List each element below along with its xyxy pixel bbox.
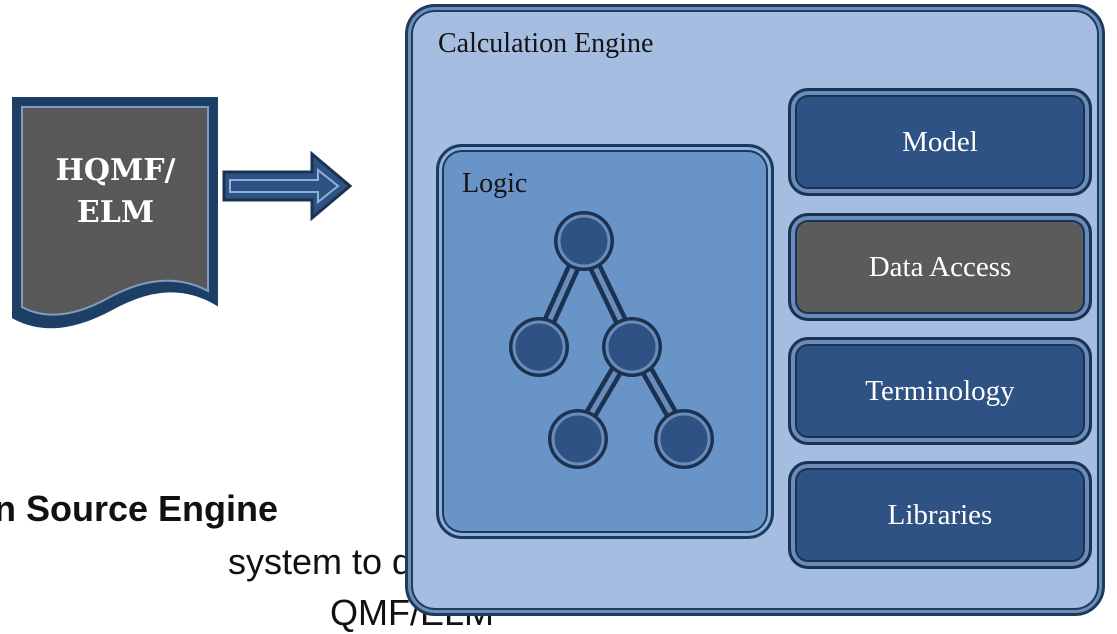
libraries-label: Libraries	[887, 498, 993, 531]
data-access-box: Data Access	[788, 213, 1092, 321]
tree-node-right	[602, 317, 662, 377]
tree-node-right-right	[654, 409, 714, 469]
terminology-box: Terminology	[788, 337, 1092, 445]
document-label-line2: ELM	[76, 195, 155, 230]
document-shape	[12, 97, 218, 329]
right-arrow	[222, 150, 353, 222]
document-label: HQMF/ ELM	[28, 150, 203, 234]
tree-node-left	[509, 317, 569, 377]
terminology-label: Terminology	[865, 374, 1015, 407]
calculation-engine-title: Calculation Engine	[438, 28, 654, 59]
model-box: Model	[788, 88, 1092, 196]
libraries-box: Libraries	[788, 461, 1092, 569]
tree-node-root	[554, 211, 614, 271]
tree-node-right-left	[548, 409, 608, 469]
model-label: Model	[902, 125, 978, 158]
document-label-line1: HQMF/	[55, 153, 176, 188]
open-source-heading: n Source Engine	[0, 488, 279, 529]
data-access-label: Data Access	[868, 250, 1012, 283]
tree-nodes	[509, 211, 714, 469]
logic-tree	[509, 211, 714, 469]
logic-label: Logic	[462, 168, 528, 199]
